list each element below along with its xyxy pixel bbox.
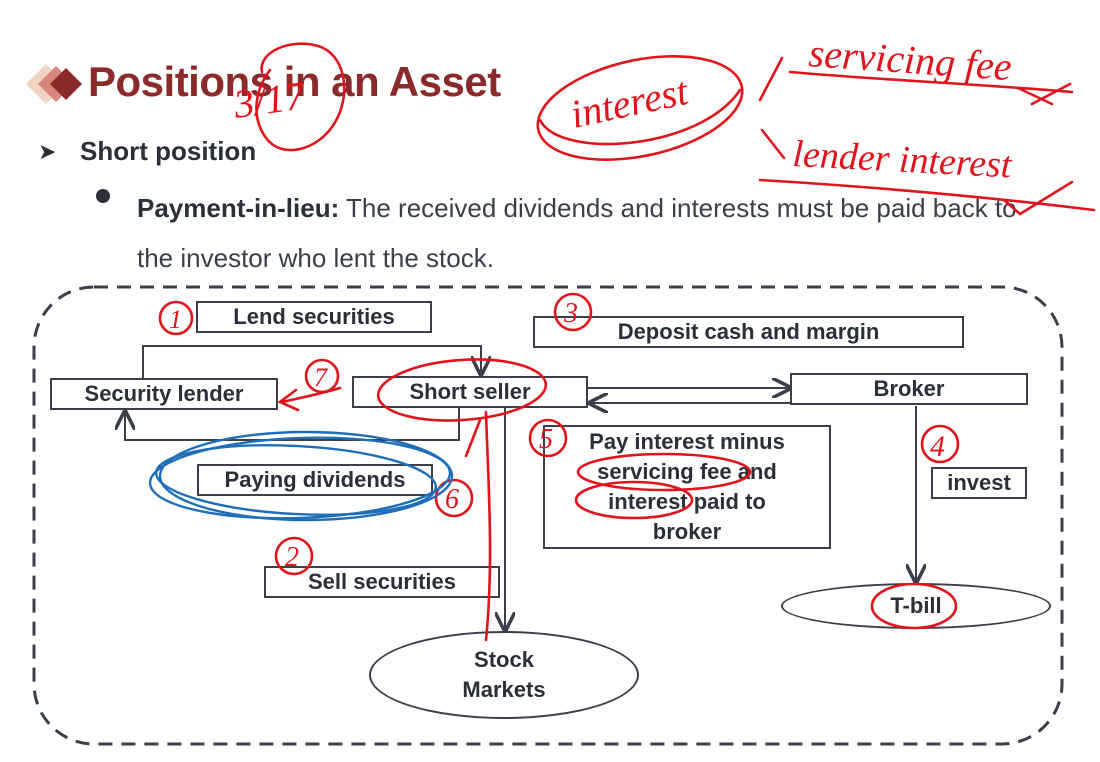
diagram-frame (32, 285, 1064, 746)
pay-interest-line-2: servicing fee and (597, 459, 777, 484)
pay-interest-line-4: broker (652, 519, 722, 544)
hand-lender-interest: lender interest (792, 133, 1014, 186)
stock-markets-line-2: Markets (462, 677, 546, 702)
lend-securities-label: Lend securities (196, 301, 432, 333)
step-1: 1 (169, 305, 182, 334)
slide-title: Positions in an Asset (88, 58, 501, 105)
step-7: 7 (314, 363, 328, 392)
step-5: 5 (539, 424, 553, 455)
pay-interest-box: Pay interest minus servicing fee and int… (543, 425, 831, 549)
step-6: 6 (445, 484, 459, 515)
stock-markets-ellipse: Stock Markets (369, 631, 639, 719)
step-4: 4 (930, 430, 945, 463)
security-lender-box: Security lender (50, 378, 278, 410)
stock-markets-line-1: Stock (474, 647, 534, 672)
pay-interest-line-1: Pay interest minus (589, 429, 785, 454)
hand-date: 3/17 (230, 72, 310, 127)
hand-servicing-fee: servicing fee (807, 30, 1013, 89)
bullet-short-position: Short position (80, 136, 257, 166)
step-2: 2 (285, 542, 299, 573)
invest-label: invest (931, 467, 1027, 499)
paying-dividends-label: Paying dividends (197, 464, 433, 496)
step-3: 3 (563, 298, 578, 329)
bullet-dot-icon (96, 189, 110, 203)
hand-interest: interest (567, 68, 693, 137)
bullet-arrow-icon: ➤ (38, 139, 57, 164)
deposit-cash-label: Deposit cash and margin (533, 316, 964, 348)
payment-in-lieu-description: The received dividends and interests mus… (137, 193, 1017, 273)
payment-in-lieu-text: Payment-in-lieu: The received dividends … (137, 183, 1017, 283)
broker-box: Broker (790, 373, 1028, 405)
payment-in-lieu-term: Payment-in-lieu: (137, 193, 340, 223)
short-seller-box: Short seller (352, 376, 588, 408)
